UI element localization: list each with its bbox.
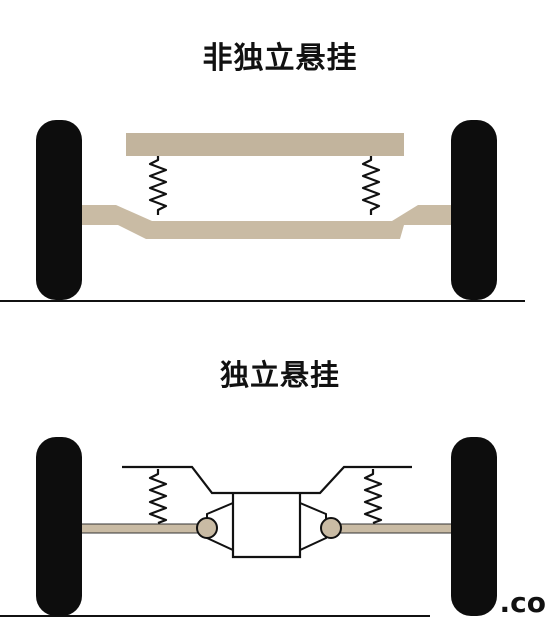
wheel-icon bbox=[451, 437, 497, 616]
title-non-independent-suspension: 非独立悬挂 bbox=[202, 41, 358, 76]
diagram-non-independent-suspension bbox=[0, 120, 525, 302]
spring-icon bbox=[148, 469, 168, 525]
spring-icon bbox=[148, 156, 168, 215]
chassis-frame bbox=[126, 133, 404, 156]
rigid-axle-beam bbox=[82, 205, 452, 239]
joint-icon bbox=[320, 517, 342, 539]
wheel-icon bbox=[451, 120, 497, 300]
spring-icon bbox=[363, 469, 383, 525]
control-arm-left bbox=[206, 501, 234, 552]
watermark-text: .co bbox=[499, 586, 546, 619]
wheel-icon bbox=[36, 437, 82, 616]
differential-housing bbox=[231, 493, 302, 559]
control-arm-right bbox=[299, 501, 327, 552]
half-shaft-left bbox=[80, 524, 205, 533]
spring-icon bbox=[361, 156, 381, 215]
half-shaft-right bbox=[335, 524, 453, 533]
joint-icon bbox=[196, 517, 218, 539]
chassis-outline bbox=[122, 465, 412, 495]
wheel-icon bbox=[36, 120, 82, 300]
title-independent-suspension: 独立悬挂 bbox=[219, 358, 340, 392]
